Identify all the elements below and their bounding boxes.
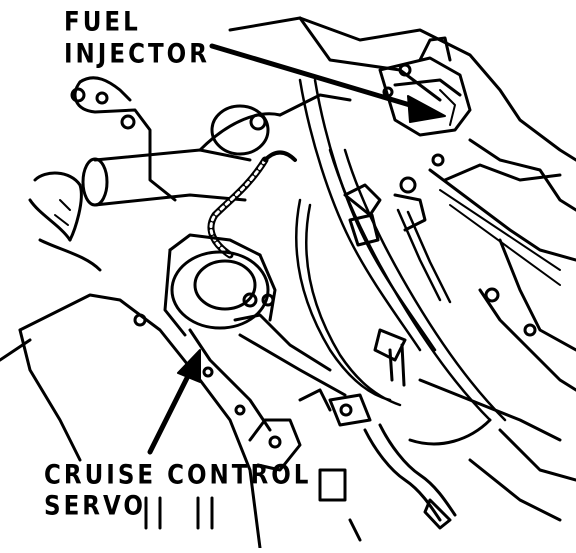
cruise-servo-callout-arrow [147, 349, 201, 455]
lower-tubing [328, 393, 492, 530]
throttle-linkage [343, 176, 452, 387]
valve-cover [0, 293, 362, 550]
mount-bracket [70, 76, 177, 202]
cruise-control-servo-unit [163, 233, 347, 397]
cruise-control-label-line1: CRUISE CONTROL [44, 460, 312, 491]
cruise-control-label-line2: SERVO [44, 491, 146, 522]
fuel-injector-label-line2: INJECTOR [64, 39, 210, 70]
hose-left [28, 171, 102, 272]
throttle-cables [295, 78, 507, 422]
intake-pipe [81, 93, 352, 207]
fuel-injector-assembly [378, 36, 472, 137]
servo-label-ticks [144, 496, 214, 530]
engine-block [228, 16, 576, 522]
wire-harness [207, 150, 297, 259]
fuel-injector-callout-arrow [209, 43, 446, 123]
fuel-injector-label-line1: FUEL [64, 7, 141, 38]
